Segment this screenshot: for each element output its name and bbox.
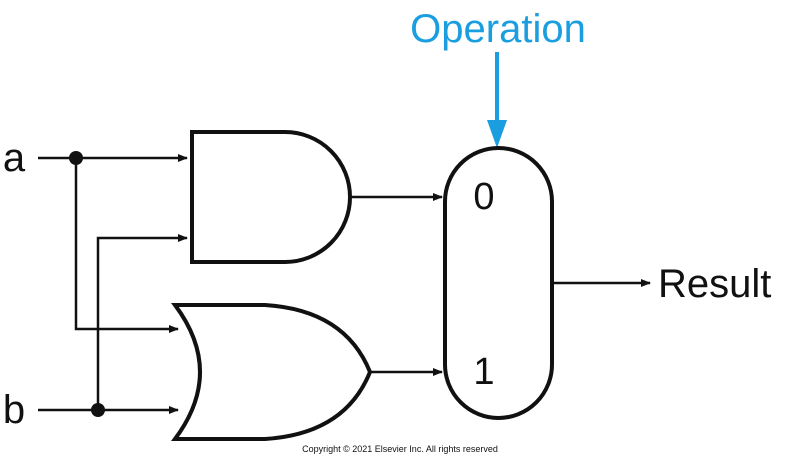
wire-a: [38, 154, 188, 333]
mux-input-0-label: 0: [473, 176, 494, 218]
operation-arrow: [487, 52, 507, 148]
mux-input-1-label: 1: [473, 351, 494, 393]
junction-dot-b: [91, 403, 105, 417]
result-label: Result: [658, 262, 771, 306]
or-gate: [171, 303, 373, 441]
gate-output-wires: [350, 193, 443, 376]
copyright-notice: Copyright © 2021 Elsevier Inc. All right…: [302, 444, 498, 454]
multiplexer: [443, 146, 554, 420]
junction-dot-a: [69, 151, 83, 165]
operation-label: Operation: [410, 7, 586, 51]
wire-b: [38, 234, 188, 414]
input-a-label: a: [3, 136, 26, 180]
and-gate: [190, 130, 352, 264]
input-b-label: b: [3, 388, 25, 432]
